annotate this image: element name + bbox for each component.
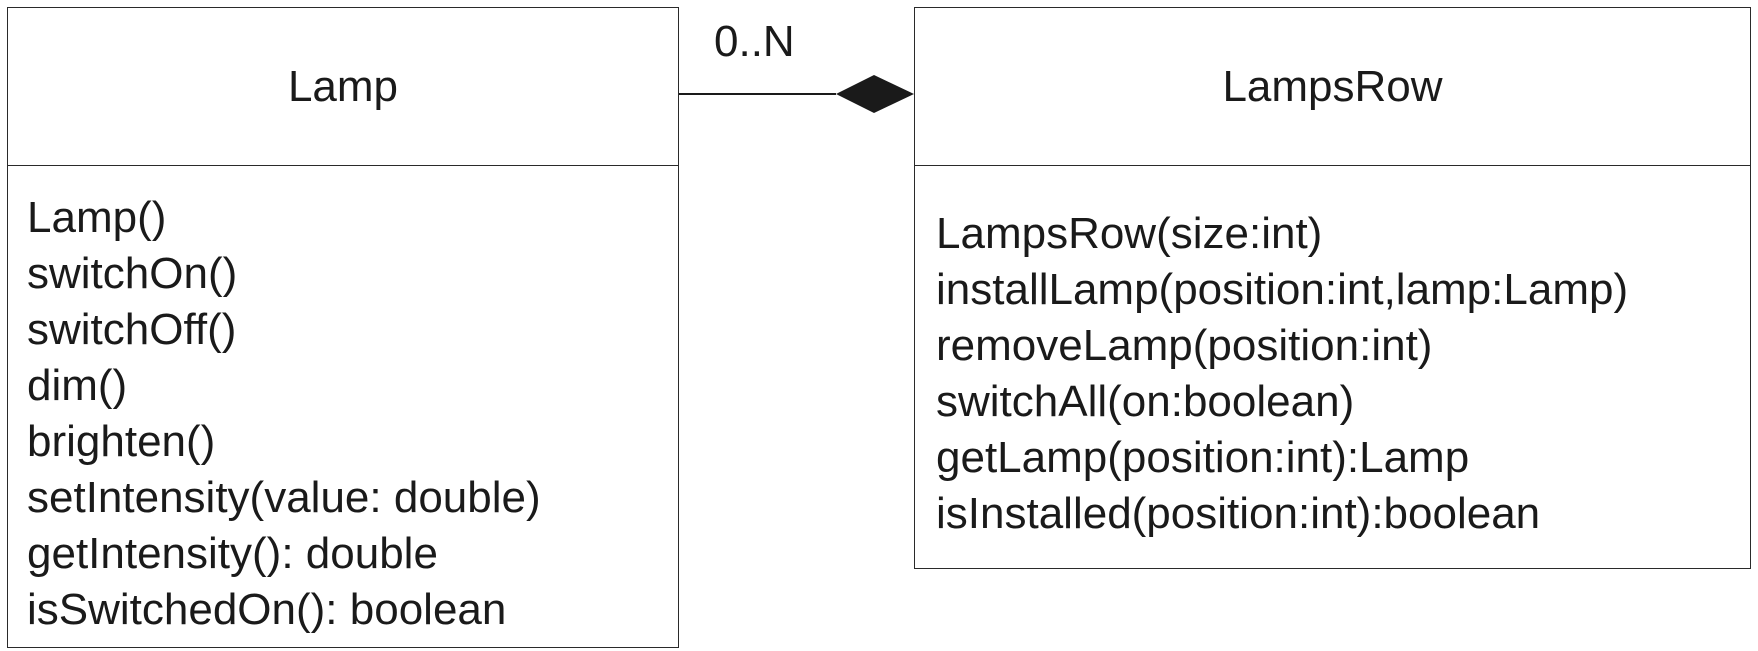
- operation-item: switchOn(): [27, 249, 238, 298]
- multiplicity-label: 0..N: [714, 17, 795, 66]
- operation-item: getLamp(position:int):Lamp: [936, 433, 1470, 482]
- operation-item: installLamp(position:int,lamp:Lamp): [936, 265, 1629, 314]
- lampsrow-operations: LampsRow(size:int) installLamp(position:…: [915, 166, 1750, 542]
- operation-item: Lamp(): [27, 193, 167, 242]
- composition-diamond-icon: [836, 75, 914, 113]
- operation-item: switchAll(on:boolean): [936, 377, 1355, 426]
- operation-item: setIntensity(value: double): [27, 473, 541, 522]
- operation-item: getIntensity(): double: [27, 529, 438, 578]
- operation-item: dim(): [27, 361, 128, 410]
- operation-item: isSwitchedOn(): boolean: [27, 585, 507, 634]
- lampsrow-class: LampsRow LampsRow(size:int) installLamp(…: [914, 7, 1751, 569]
- lamp-class-name: Lamp: [8, 8, 678, 166]
- lamp-class: Lamp Lamp() switchOn() switchOff() dim()…: [7, 7, 679, 648]
- operation-item: removeLamp(position:int): [936, 321, 1433, 370]
- lampsrow-class-name: LampsRow: [915, 8, 1750, 166]
- operation-item: isInstalled(position:int):boolean: [936, 489, 1541, 538]
- operation-item: switchOff(): [27, 305, 237, 354]
- lamp-operations: Lamp() switchOn() switchOff() dim() brig…: [8, 166, 678, 638]
- operation-item: LampsRow(size:int): [936, 209, 1323, 258]
- operation-item: brighten(): [27, 417, 216, 466]
